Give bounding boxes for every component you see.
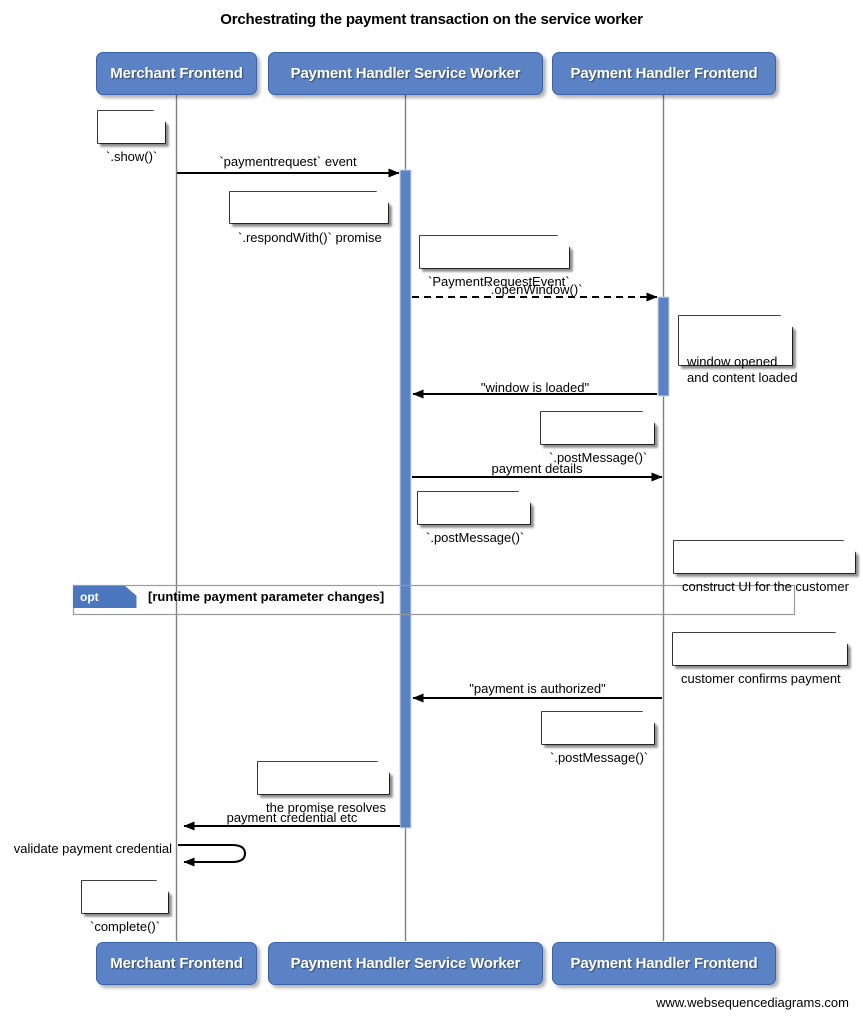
message-label-validate-payment-credential: validate payment credential xyxy=(13,841,172,856)
participant-foot-merchant[interactable]: Merchant Frontend xyxy=(96,942,257,985)
note-postmessage-2: `.postMessage()` xyxy=(418,492,530,545)
note-postmessage-1-text: `.postMessage()` xyxy=(549,450,648,465)
note-show: `.show()` xyxy=(98,111,165,164)
note-construct-ui: construct UI for the customer xyxy=(674,541,855,594)
note-promise-resolves-text: the promise resolves xyxy=(266,800,386,815)
participant-foot-service-worker-label: Payment Handler Service Worker xyxy=(290,955,521,972)
message-label-payment-is-authorized: "payment is authorized" xyxy=(469,681,606,696)
fragment-opt-tag: opt xyxy=(80,590,99,604)
note-customer-confirms-payment-text: customer confirms payment xyxy=(681,671,841,686)
participant-head-service-worker-label: Payment Handler Service Worker xyxy=(290,65,521,82)
activation-bars xyxy=(399,169,670,829)
note-postmessage-3-text: `.postMessage()` xyxy=(550,750,649,765)
diagram-title: Orchestrating the payment transaction on… xyxy=(220,11,643,28)
participant-foot-payment-handler-frontend-label: Payment Handler Frontend xyxy=(570,955,758,972)
arrow-validate-payment-credential-selfloop xyxy=(178,843,247,867)
message-label-payment-credential-etc: payment credential etc xyxy=(226,810,358,825)
message-arrows xyxy=(177,168,663,867)
message-label-payment-details: payment details xyxy=(491,461,583,476)
note-complete: `complete()` xyxy=(82,881,168,934)
note-show-text: `.show()` xyxy=(106,149,158,164)
participant-head-merchant-label: Merchant Frontend xyxy=(110,65,243,82)
fragment-opt-condition: [runtime payment parameter changes] xyxy=(148,589,385,604)
participant-foot-merchant-label: Merchant Frontend xyxy=(110,955,243,972)
participant-head-payment-handler-frontend[interactable]: Payment Handler Frontend xyxy=(552,52,776,95)
participant-foot-payment-handler-frontend[interactable]: Payment Handler Frontend xyxy=(552,942,776,985)
note-postmessage-1: `.postMessage()` xyxy=(541,412,654,465)
note-respondwith-promise: `.respondWith()` promise xyxy=(230,192,388,245)
footer-attribution: www.websequencediagrams.com xyxy=(656,995,849,1010)
note-complete-text: `complete()` xyxy=(90,919,161,934)
activation-service-worker xyxy=(399,169,412,829)
note-construct-ui-text: construct UI for the customer xyxy=(682,579,849,594)
note-respondwith-promise-text: `.respondWith()` promise xyxy=(238,230,382,245)
note-paymentrequestevent: `PaymentRequestEvent` xyxy=(420,236,570,289)
participant-head-service-worker[interactable]: Payment Handler Service Worker xyxy=(268,52,543,95)
note-window-opened: window opened and content loaded xyxy=(679,316,798,385)
activation-payment-handler-frontend xyxy=(657,296,670,397)
note-postmessage-3: `.postMessage()` xyxy=(542,712,654,765)
message-label-window-is-loaded: "window is loaded" xyxy=(480,380,590,395)
participant-foot-service-worker[interactable]: Payment Handler Service Worker xyxy=(268,942,543,985)
note-postmessage-2-text: `.postMessage()` xyxy=(426,530,525,545)
participant-head-merchant[interactable]: Merchant Frontend xyxy=(96,52,257,95)
fragment-opt-box xyxy=(72,584,796,616)
message-label-openwindow: `.openWindow()` xyxy=(486,282,583,297)
participant-head-payment-handler-frontend-label: Payment Handler Frontend xyxy=(570,65,758,82)
note-promise-resolves: the promise resolves xyxy=(258,762,389,815)
note-customer-confirms-payment: customer confirms payment xyxy=(673,633,847,686)
note-window-opened-text: window opened and content loaded xyxy=(687,354,798,385)
note-paymentrequestevent-text: `PaymentRequestEvent` xyxy=(428,274,570,289)
message-label-paymentrequest-event: `paymentrequest` event xyxy=(219,154,357,169)
